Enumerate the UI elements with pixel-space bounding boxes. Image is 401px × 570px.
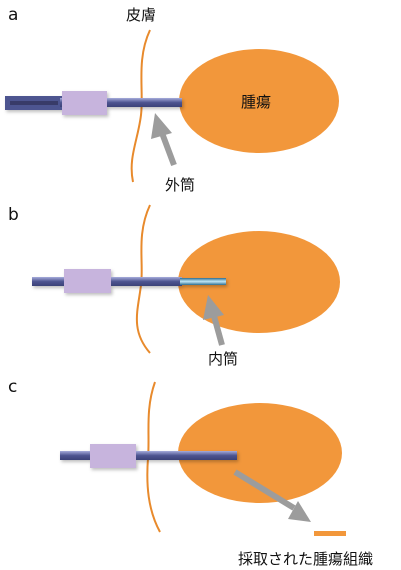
outer-needle-shaft xyxy=(60,451,237,460)
skin-curve-icon xyxy=(130,29,151,183)
tumor-label: 腫瘍 xyxy=(241,93,271,111)
panel-c: c 採取された腫瘍組織 xyxy=(8,377,373,568)
outer-cannula-label: 外筒 xyxy=(165,176,195,194)
tumor-ellipse-icon xyxy=(178,231,340,333)
needle-hub xyxy=(62,91,107,115)
panel-b: b 内筒 xyxy=(8,204,340,368)
needle-hub xyxy=(64,269,111,293)
gray-arrow-icon xyxy=(233,469,311,522)
needle-hub xyxy=(90,444,136,468)
panel-b-letter: b xyxy=(8,205,19,225)
needle-assembly-b xyxy=(32,269,226,293)
extracted-tissue-sample xyxy=(314,531,346,536)
gray-arrow-icon xyxy=(151,113,177,167)
extracted-tissue-label: 採取された腫瘍組織 xyxy=(238,550,373,568)
needle-assembly-a xyxy=(5,91,182,115)
outer-needle-shaft xyxy=(60,98,182,107)
panel-a-letter: a xyxy=(8,5,18,25)
tumor-ellipse-icon xyxy=(179,49,339,153)
handle-back-inner xyxy=(10,101,58,105)
tumor-ellipse-icon xyxy=(178,403,342,503)
inner-stylet-label: 内筒 xyxy=(208,350,238,368)
panel-c-letter: c xyxy=(8,377,17,397)
needle-assembly-c xyxy=(60,444,237,468)
panel-a: a 腫瘍 皮膚 外筒 xyxy=(5,5,339,194)
gray-arrow-icon xyxy=(203,295,225,346)
skin-label: 皮膚 xyxy=(126,6,156,24)
inner-needle xyxy=(180,278,226,285)
